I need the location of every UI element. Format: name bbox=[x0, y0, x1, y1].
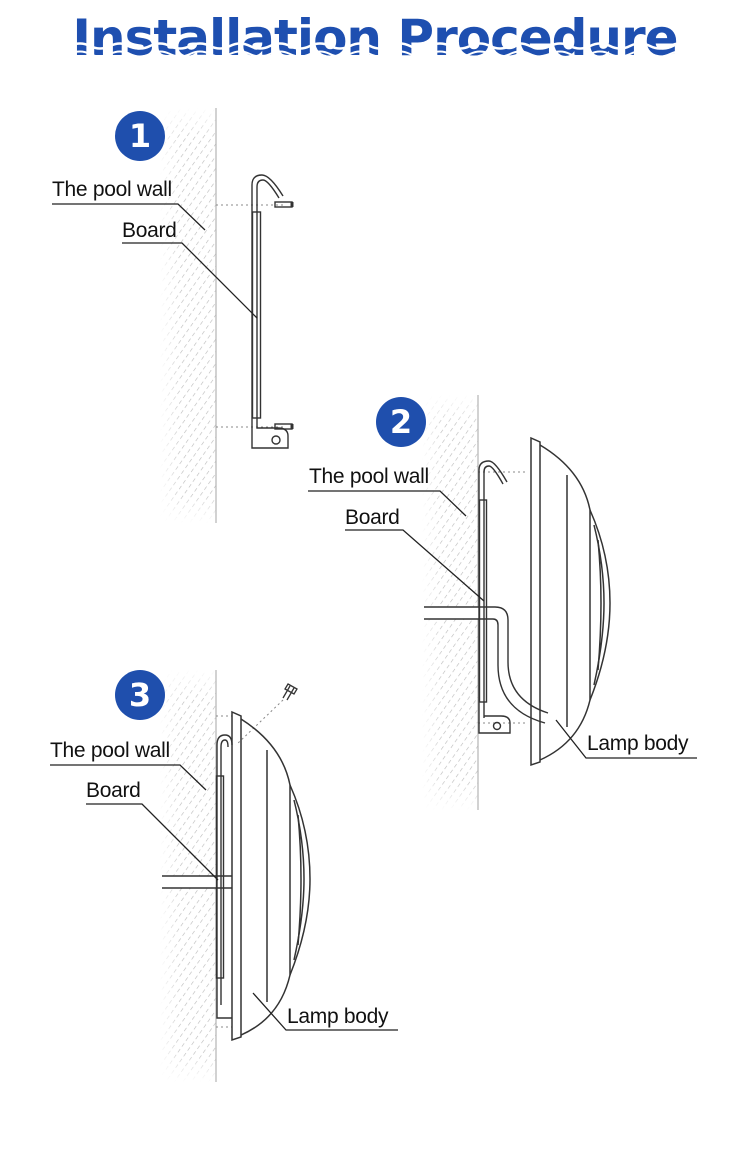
step-1-badge: 1 bbox=[115, 111, 165, 161]
step-2-pool-wall-label: The pool wall bbox=[309, 465, 429, 488]
screw bbox=[235, 683, 298, 746]
lamp-body bbox=[231, 710, 311, 1042]
step-3-lamp-body-label: Lamp body bbox=[287, 1005, 389, 1028]
pool-wall bbox=[160, 108, 217, 523]
step-2-board-label: Board bbox=[345, 506, 400, 529]
step-3-badge: 3 bbox=[115, 670, 165, 720]
mounting-bracket bbox=[251, 174, 294, 449]
step-3-illustration bbox=[50, 670, 398, 1082]
step-2-lamp-body-label: Lamp body bbox=[587, 732, 689, 755]
leader-lines bbox=[308, 490, 697, 759]
title-wave-decoration bbox=[69, 42, 691, 58]
step-3-board-label: Board bbox=[86, 779, 141, 802]
cable bbox=[424, 606, 549, 724]
pool-wall bbox=[422, 395, 479, 810]
mounting-bracket bbox=[478, 460, 511, 734]
step-2-illustration bbox=[308, 395, 697, 810]
leader-lines bbox=[52, 203, 258, 319]
step-2-badge: 2 bbox=[376, 397, 426, 447]
lamp-body bbox=[530, 436, 611, 767]
leader-lines bbox=[50, 764, 398, 1031]
step-1-illustration bbox=[52, 108, 294, 523]
step-1-pool-wall-label: The pool wall bbox=[52, 178, 172, 201]
step-3-pool-wall-label: The pool wall bbox=[50, 739, 170, 762]
page-title: Installation Procedure bbox=[72, 9, 677, 67]
step-1-board-label: Board bbox=[122, 219, 177, 242]
